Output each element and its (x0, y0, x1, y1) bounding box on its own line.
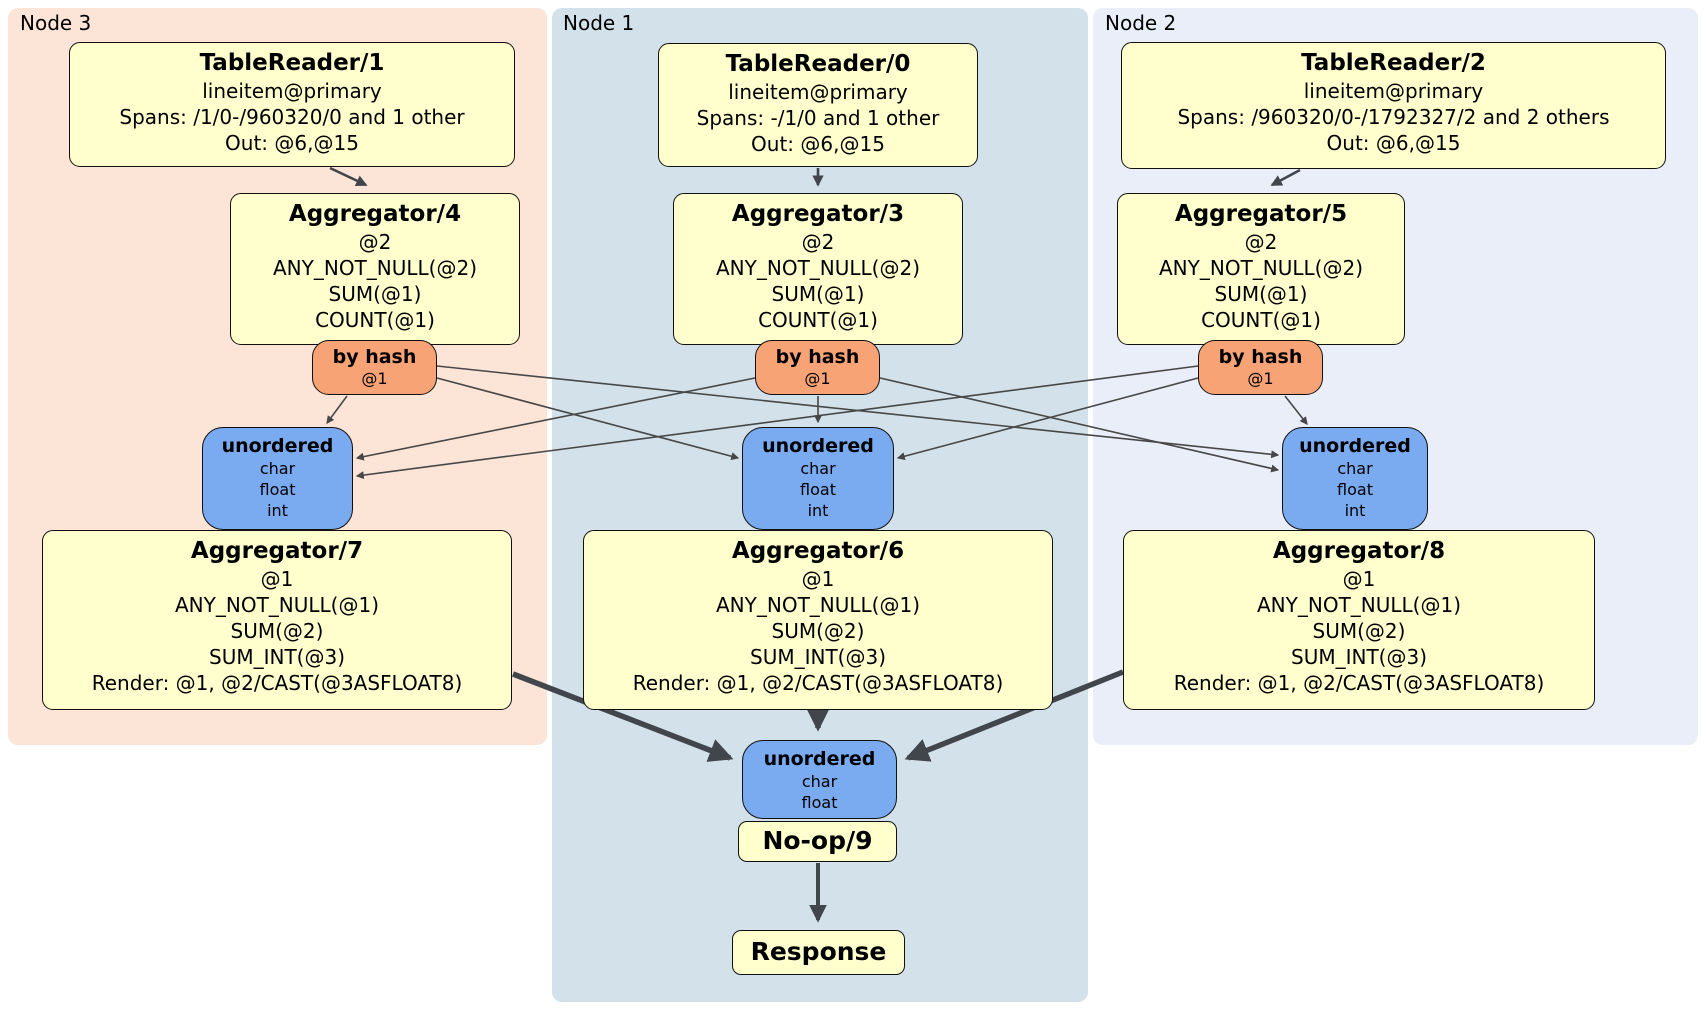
node-title: Aggregator/8 (1272, 538, 1446, 564)
node-title: Aggregator/7 (190, 538, 364, 564)
node-title: Aggregator/6 (731, 538, 905, 564)
sync-title: unordered (221, 435, 334, 457)
node-detail: SUM(@1) (1214, 282, 1308, 306)
node-title: Aggregator/3 (731, 201, 905, 227)
hash-router-node3: by hash @1 (312, 340, 437, 395)
table-reader-1-node: TableReader/1 lineitem@primary Spans: /1… (69, 42, 515, 167)
sync-detail: char (259, 459, 296, 478)
node-detail: SUM(@2) (1312, 619, 1406, 643)
aggregator-7-node: Aggregator/7 @1 ANY_NOT_NULL(@1) SUM(@2)… (42, 530, 512, 710)
hash-router-node1: by hash @1 (755, 340, 880, 395)
node-detail: @1 (260, 567, 294, 591)
router-title: by hash (775, 346, 860, 368)
node-detail: lineitem@primary (1303, 79, 1484, 103)
node-detail: SUM_INT(@3) (209, 645, 345, 669)
node-title: TableReader/0 (725, 51, 911, 77)
node-title: TableReader/2 (1301, 50, 1486, 76)
node-detail: Out: @6,@15 (1326, 131, 1461, 155)
node2-label: Node 2 (1105, 11, 1177, 35)
node-detail: ANY_NOT_NULL(@2) (1159, 256, 1363, 280)
node-detail: Out: @6,@15 (225, 131, 359, 155)
node-detail: @1 (801, 567, 835, 591)
aggregator-3-node: Aggregator/3 @2 ANY_NOT_NULL(@2) SUM(@1)… (673, 193, 963, 345)
sync-detail: char (800, 459, 836, 478)
node-detail: COUNT(@1) (758, 308, 878, 332)
node-detail: SUM(@1) (771, 282, 865, 306)
no-op-node: No-op/9 (738, 821, 897, 862)
node-detail: SUM_INT(@3) (750, 645, 886, 669)
table-reader-0-node: TableReader/0 lineitem@primary Spans: -/… (658, 43, 978, 167)
node-detail: SUM_INT(@3) (1291, 645, 1427, 669)
node-detail: ANY_NOT_NULL(@1) (716, 593, 920, 617)
unordered-sync-final: unordered char float (742, 740, 897, 819)
node-detail: Out: @6,@15 (751, 132, 885, 156)
node-detail: COUNT(@1) (1201, 308, 1321, 332)
router-detail: @1 (804, 369, 831, 388)
node-detail: SUM(@2) (771, 619, 865, 643)
node-detail: @1 (1342, 567, 1376, 591)
node-detail: SUM(@2) (230, 619, 324, 643)
sync-detail: char (801, 772, 838, 791)
node-detail: lineitem@primary (728, 80, 908, 104)
node-detail: lineitem@primary (202, 79, 382, 103)
node3-label: Node 3 (20, 11, 92, 35)
sync-detail: float (259, 480, 296, 499)
sync-detail: char (1337, 459, 1373, 478)
unordered-sync-node2: unordered char float int (1282, 427, 1428, 530)
router-sync-edges (326, 365, 1308, 480)
node-detail: @2 (1244, 230, 1278, 254)
aggregator-6-node: Aggregator/6 @1 ANY_NOT_NULL(@1) SUM(@2)… (583, 530, 1053, 710)
node-title: Aggregator/5 (1174, 201, 1348, 227)
aggregator-5-node: Aggregator/5 @2 ANY_NOT_NULL(@2) SUM(@1)… (1117, 193, 1405, 345)
router-detail: @1 (361, 369, 388, 388)
node-detail: Spans: /960320/0-/1792327/2 and 2 others (1177, 105, 1610, 129)
sync-title: unordered (1299, 435, 1411, 457)
node-detail: ANY_NOT_NULL(@2) (273, 256, 477, 280)
sync-title: unordered (763, 748, 876, 770)
sync-detail: float (1337, 480, 1373, 499)
unordered-sync-node3: unordered char float int (202, 427, 353, 530)
router-detail: @1 (1247, 369, 1274, 388)
final-merge-arrows (512, 669, 1125, 762)
table-reader-2-node: TableReader/2 lineitem@primary Spans: /9… (1121, 42, 1666, 169)
node-detail: SUM(@1) (328, 282, 422, 306)
response-node: Response (732, 930, 905, 975)
sync-title: unordered (762, 435, 874, 457)
sync-detail: int (807, 501, 829, 520)
sync-detail: int (1344, 501, 1366, 520)
sync-detail: int (267, 501, 288, 520)
sync-detail: float (801, 793, 838, 812)
node-detail: Spans: /1/0-/960320/0 and 1 other (119, 105, 465, 129)
sync-detail: float (800, 480, 836, 499)
node-title: TableReader/1 (199, 50, 385, 76)
node-detail: Spans: -/1/0 and 1 other (696, 106, 940, 130)
aggregator-8-node: Aggregator/8 @1 ANY_NOT_NULL(@1) SUM(@2)… (1123, 530, 1595, 710)
node-detail: @2 (801, 230, 835, 254)
node1-label: Node 1 (563, 11, 635, 35)
node-detail: Render: @1, @2/CAST(@3ASFLOAT8) (91, 671, 463, 695)
node-detail: ANY_NOT_NULL(@1) (175, 593, 379, 617)
node-title: Aggregator/4 (288, 201, 462, 227)
node-detail: Render: @1, @2/CAST(@3ASFLOAT8) (1173, 671, 1545, 695)
node-detail: ANY_NOT_NULL(@1) (1257, 593, 1461, 617)
router-title: by hash (332, 346, 417, 368)
node-detail: ANY_NOT_NULL(@2) (716, 256, 920, 280)
unordered-sync-node1: unordered char float int (742, 427, 894, 530)
node-detail: COUNT(@1) (315, 308, 435, 332)
router-title: by hash (1218, 346, 1303, 368)
aggregator-4-node: Aggregator/4 @2 ANY_NOT_NULL(@2) SUM(@1)… (230, 193, 520, 345)
node-detail: @2 (358, 230, 392, 254)
hash-router-node2: by hash @1 (1198, 340, 1323, 395)
tablereader-arrows (329, 166, 1301, 187)
node-detail: Render: @1, @2/CAST(@3ASFLOAT8) (632, 671, 1004, 695)
